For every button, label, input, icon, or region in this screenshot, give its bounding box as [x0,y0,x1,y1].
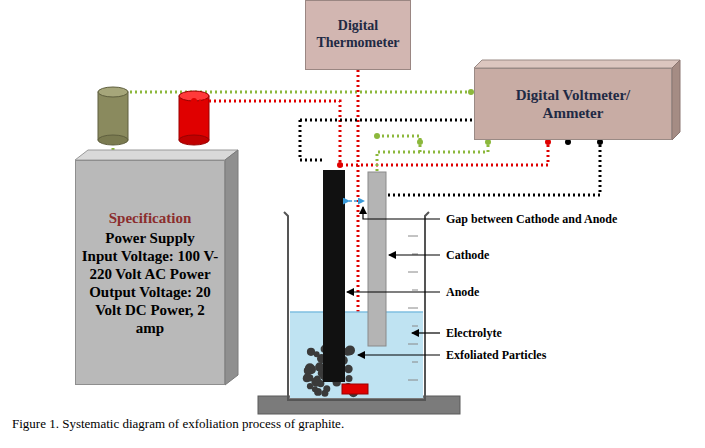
negative-terminal [98,135,128,145]
box-heading: Specification [109,209,192,227]
green-wire [377,136,420,142]
voltmeter-body [672,60,680,140]
negative-terminal [98,92,128,140]
beaker-graduation [408,236,418,380]
black-wire [386,140,600,195]
beaker [284,212,429,400]
power-supply-body [75,150,238,160]
particle [304,373,312,381]
thermometer-box: Digital Thermometer [305,0,411,70]
leader-line [412,332,440,333]
part-label: Gap between Cathode and Anode [445,212,618,226]
wire-dot [337,162,343,168]
power-supply-body [75,150,238,385]
negative-terminal [98,87,128,145]
anode-rod [323,170,345,382]
tick-mark [412,290,418,291]
tick-mark [412,326,418,327]
green-wire [377,140,488,172]
part-label: Anode [445,285,480,299]
box-text: Digital Voltmeter/ Ammeter [501,86,645,122]
leader-line [347,207,440,355]
tick-mark [408,236,418,237]
liquid-surface [290,311,423,313]
particle [345,345,355,355]
voltmeter-body [474,60,680,140]
box-text: Input Voltage: 100 V- 220 Volt AC Power [81,247,219,283]
power-supply-body [225,150,238,385]
tick-mark [408,344,418,345]
tick-mark [408,380,418,381]
box-text: Digital Thermometer [311,18,405,52]
leader-line [389,254,440,255]
cathode-rod [368,172,386,346]
tick-mark [408,272,418,273]
particle [314,351,320,357]
particle [346,375,353,382]
stir-bar [342,384,368,394]
leader-line [363,207,440,219]
part-label: Electrolyte [445,326,503,340]
tick-mark [408,308,418,309]
positive-terminal [179,91,209,145]
black-wire [300,120,323,160]
wire-dot [191,98,197,104]
leader-line [358,354,440,355]
green-wire [377,140,488,172]
meter-box: Digital Voltmeter/ Ammeter [474,68,672,140]
particle [346,348,353,355]
leader-line [347,291,440,292]
part-label: Exfoliated Particles [445,348,547,362]
positive-terminal [179,135,209,145]
tick-mark [412,362,418,363]
gap-arrow [349,200,364,202]
box-text: Power Supply [105,229,194,247]
power-supply-box: SpecificationPower SupplyInput Voltage: … [75,160,225,385]
voltmeter-body [474,60,680,68]
part-label: Cathode [445,248,490,262]
particle [307,383,313,389]
box-text: Output Voltage: 20 Volt DC Power, 2 amp [81,283,219,337]
positive-terminal [179,96,209,140]
particle [323,385,330,392]
negative-terminal [98,87,128,97]
figure-caption: Figure 1. Systematic diagram of exfoliat… [12,416,344,432]
particle [344,365,352,373]
tick-mark [412,254,418,255]
